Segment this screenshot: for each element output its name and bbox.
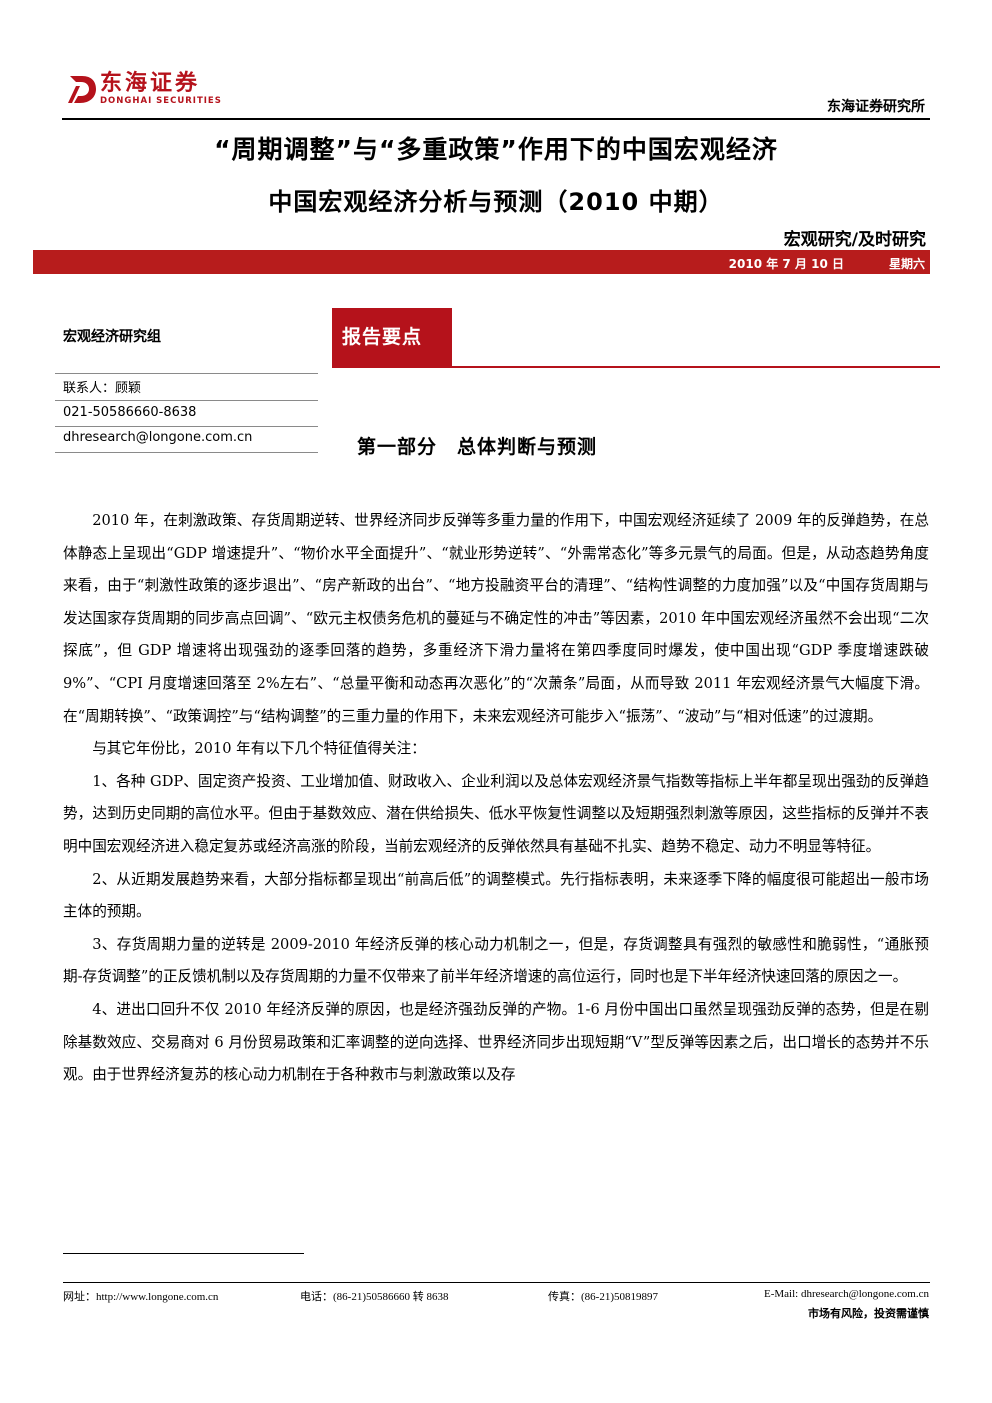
donghai-logo-mark bbox=[68, 76, 96, 103]
logo-chinese-name: 东海证券 bbox=[100, 71, 201, 96]
footer-telephone: 电话：(86-21)50586660 转 8638 bbox=[300, 1291, 449, 1303]
date-bar bbox=[33, 250, 930, 274]
report-weekday: 星期六 bbox=[888, 257, 925, 271]
footer-email[interactable]: E-Mail: dhresearch@longone.com.cn bbox=[764, 1288, 929, 1300]
contact-phone: 021-50586660-8638 bbox=[63, 405, 197, 420]
sidebar-divider bbox=[55, 426, 318, 427]
section-heading: 第一部分 总体判断与预测 bbox=[357, 436, 598, 458]
sidebar-divider bbox=[55, 400, 318, 401]
body-paragraph: 与其它年份比，2010 年有以下几个特征值得关注： bbox=[92, 740, 426, 758]
report-category: 宏观研究/及时研究 bbox=[783, 230, 926, 250]
report-body: 2010 年，在刺激政策、存货周期逆转、世界经济同步反弹等多重力量的作用下，中国… bbox=[63, 505, 929, 1092]
logo-english-name: DONGHAI SECURITIES bbox=[100, 96, 222, 106]
institute-name: 东海证券研究所 bbox=[827, 99, 925, 115]
footer-website[interactable]: 网址：http://www.longone.com.cn bbox=[63, 1291, 219, 1303]
risk-warning: 市场有风险，投资需谨慎 bbox=[808, 1307, 929, 1320]
body-paragraph: 1、各种 GDP、固定资产投资、工业增加值、财政收入、企业利润以及总体宏观经济景… bbox=[63, 772, 929, 855]
contact-email: dhresearch@longone.com.cn bbox=[63, 430, 253, 445]
key-points-label: 报告要点 bbox=[342, 326, 423, 348]
body-paragraph: 2010 年，在刺激政策、存货周期逆转、世界经济同步反弹等多重力量的作用下，中国… bbox=[63, 512, 929, 725]
report-title: “周期调整”与“多重政策”作用下的中国宏观经济 bbox=[214, 135, 778, 164]
body-paragraph: 2、从近期发展趋势来看，大部分指标都呈现出“前高后低”的调整模式。先行指标表明，… bbox=[63, 870, 929, 921]
footer-fax: 传真：(86-21)50819897 bbox=[548, 1291, 658, 1303]
sidebar-divider bbox=[55, 452, 318, 453]
sidebar-divider bbox=[55, 373, 318, 374]
footer-divider bbox=[63, 1282, 930, 1283]
body-paragraph: 4、进出口回升不仅 2010 年经济反弹的原因，也是经济强劲反弹的产物。1-6 … bbox=[63, 1000, 929, 1084]
contact-person: 联系人：顾颖 bbox=[63, 381, 142, 396]
research-group: 宏观经济研究组 bbox=[63, 329, 161, 345]
key-points-tab bbox=[332, 308, 452, 366]
key-points-rule bbox=[332, 366, 940, 368]
report-subtitle: 中国宏观经济分析与预测（2010 中期） bbox=[268, 188, 724, 216]
footnote-divider bbox=[63, 1253, 304, 1254]
body-paragraph: 3、存货周期力量的逆转是 2009-2010 年经济反弹的核心动力机制之一，但是… bbox=[63, 935, 929, 986]
report-date: 2010 年 7 月 10 日 bbox=[728, 257, 844, 271]
header-divider bbox=[62, 118, 930, 120]
